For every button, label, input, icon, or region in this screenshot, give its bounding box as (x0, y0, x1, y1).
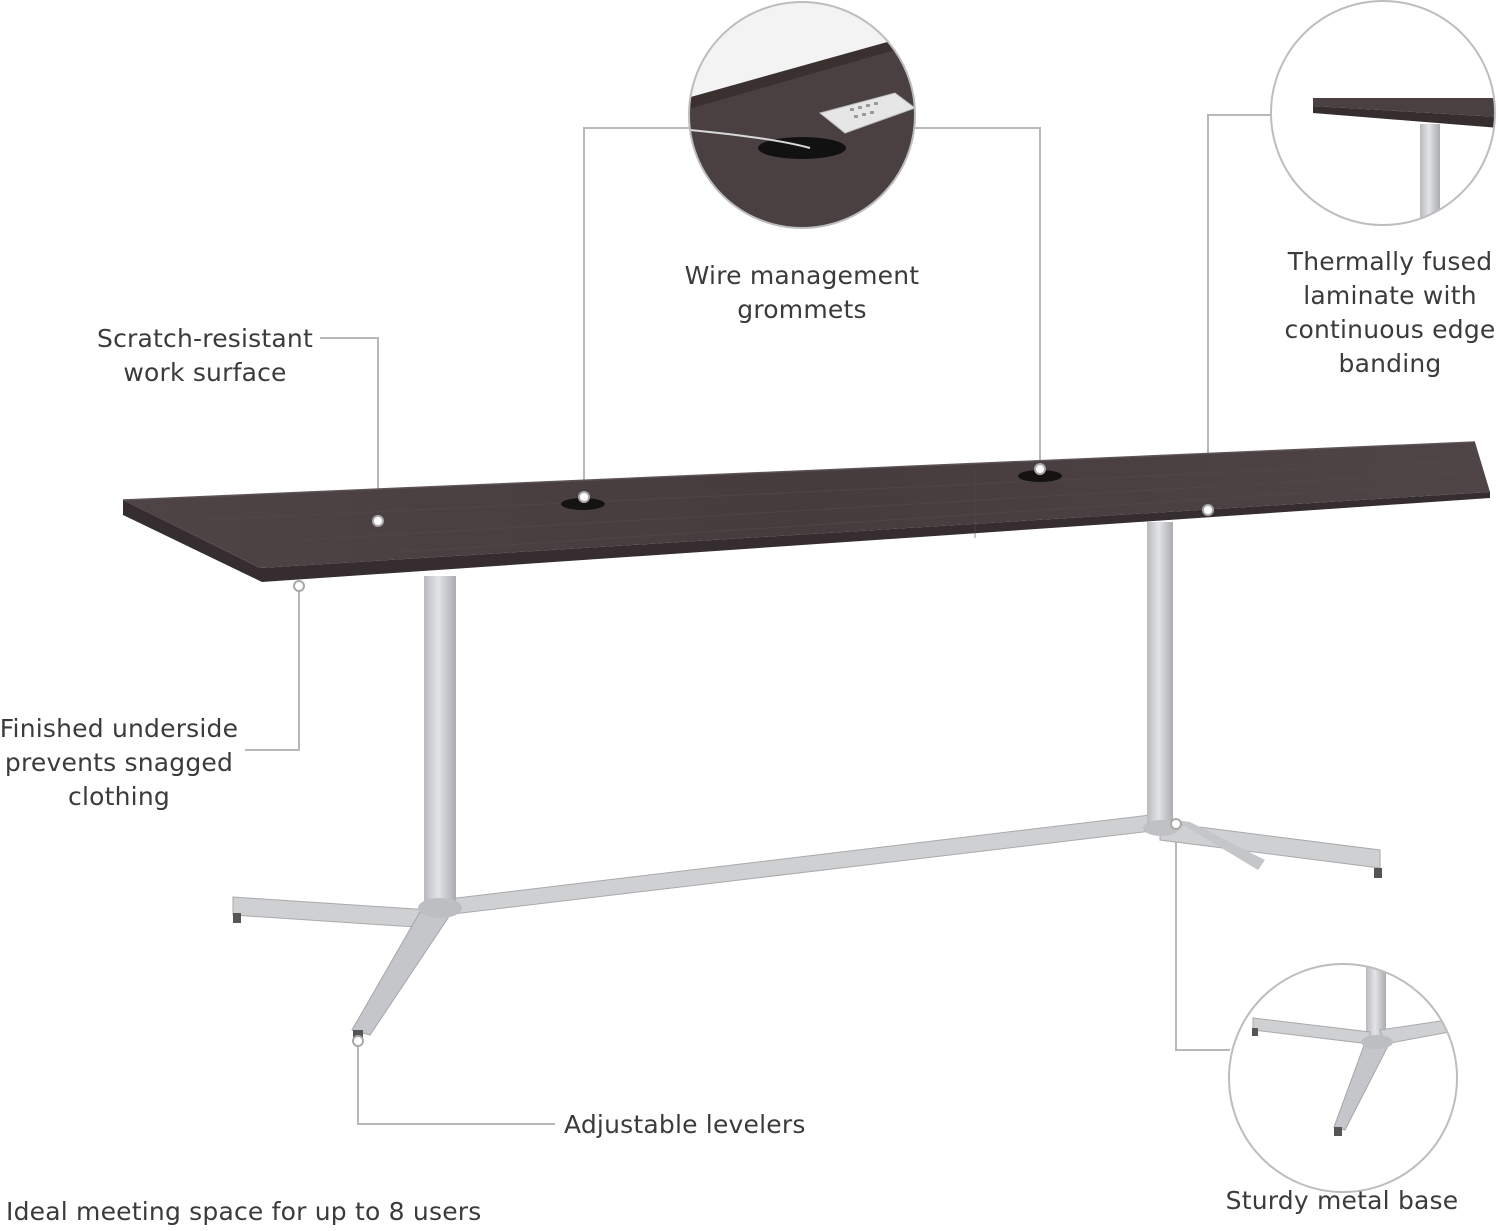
grommet-left (561, 498, 605, 510)
leader-levelers (357, 1045, 555, 1125)
leader-lines (245, 114, 1270, 1125)
stretcher-bar (439, 814, 1161, 916)
detail-grommet (688, 1, 916, 229)
leader-scratch (320, 337, 379, 516)
grommet-right (1018, 470, 1062, 482)
detail-metal-base (1228, 963, 1458, 1193)
leader-grommet-right (915, 127, 1041, 464)
leader-grommet-left (583, 127, 690, 492)
conference-table (122, 441, 1490, 1040)
right-column (1147, 522, 1173, 827)
left-column (424, 576, 456, 906)
left-foot-back (232, 896, 431, 929)
detail-edge-banding (1270, 0, 1496, 226)
callout-adjustable-levelers: Adjustable levelers (564, 1110, 806, 1139)
leader-underside (245, 590, 300, 751)
leader-edge (1207, 114, 1270, 505)
callout-finished-underside: Finished underside prevents snagged clot… (0, 714, 239, 811)
callout-sturdy-metal-base: Sturdy metal base (1225, 1186, 1459, 1215)
callout-dots (293, 463, 1214, 1047)
callout-wire-management: Wire management grommets (684, 261, 920, 324)
tabletop-edge (123, 492, 1490, 582)
right-foot-front (1175, 820, 1265, 870)
tabletop-surface (123, 442, 1490, 568)
leader-base (1175, 828, 1230, 1051)
caption: Ideal meeting space for up to 8 users (6, 1197, 482, 1226)
callout-scratch-resistant: Scratch-resistant work surface (97, 324, 313, 387)
desk-phone (818, 92, 915, 134)
callout-thermally-fused: Thermally fused laminate with continuous… (1284, 247, 1496, 378)
